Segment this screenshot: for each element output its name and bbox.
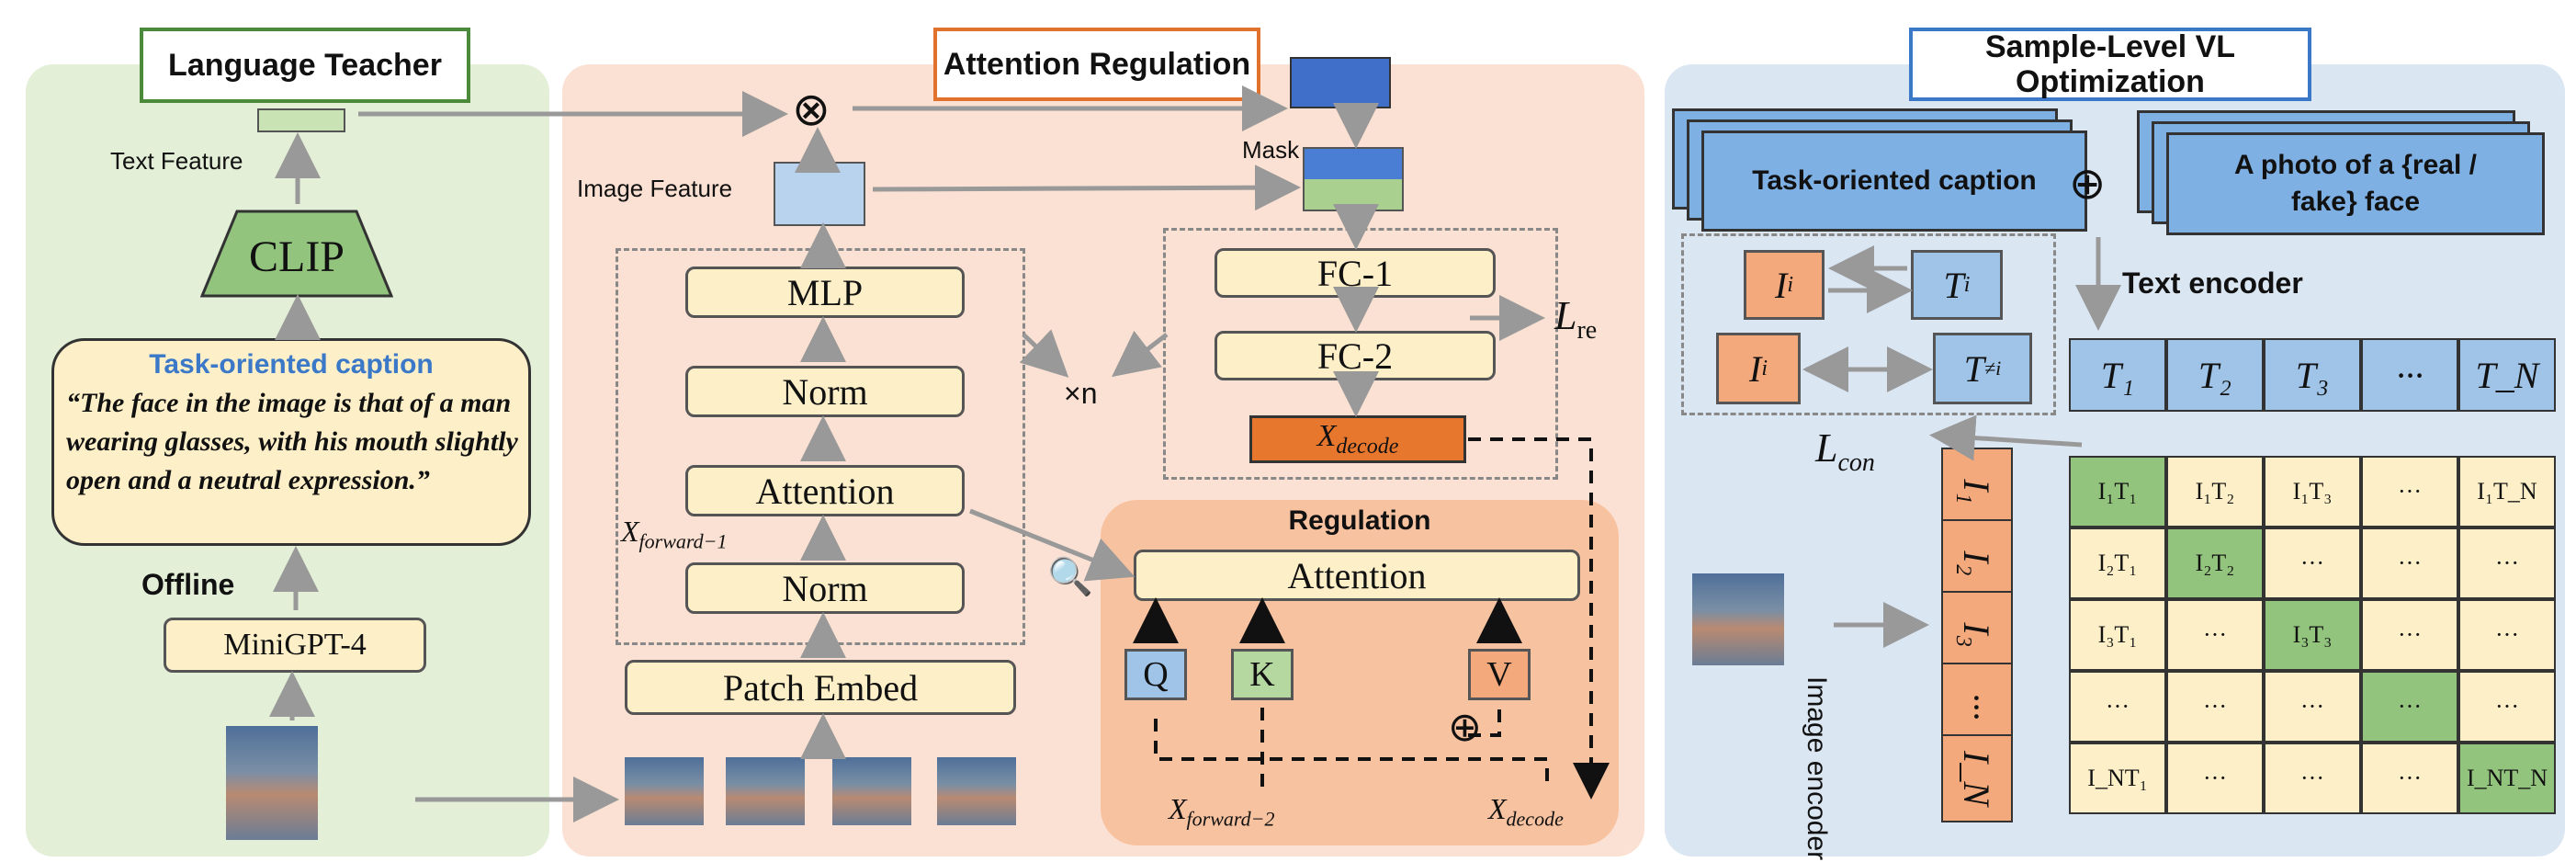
matrix-cell-r3-c4: ··· [2361,599,2458,671]
k-box: K [1231,649,1294,700]
attention-box: Attention [685,465,965,516]
caption-box [51,338,531,546]
l-con-label: Lcon [1815,425,1875,477]
caption-title: Task-oriented caption [149,349,434,380]
matrix-cell-r2-c3: ··· [2264,527,2361,599]
v-box: V [1468,649,1531,700]
regulation-title: Regulation [1288,505,1431,536]
matrix-cell-r3-c3: I₃T₃ [2264,599,2361,671]
text-token-4: ··· [2361,338,2458,412]
fc1-box: FC-1 [1215,248,1496,298]
circle-plus-icon-2: ⊕ [2069,160,2107,209]
vl-input-face-photo [1692,573,1784,665]
matrix-cell-r5-c1: I_NT₁ [2069,743,2166,814]
language-teacher-title: Language Teacher [140,28,470,103]
matrix-cell-r1-c5: I₁T_N [2458,456,2556,527]
matrix-cell-r5-c2: ··· [2166,743,2264,814]
patch-image-4 [937,757,1016,825]
matrix-cell-r3-c2: ··· [2166,599,2264,671]
matrix-cell-r4-c5: ··· [2458,671,2556,743]
minigpt4-box: MiniGPT-4 [164,618,426,673]
matrix-cell-r5-c3: ··· [2264,743,2361,814]
matrix-cell-r2-c5: ··· [2458,527,2556,599]
image-feature-block [774,162,865,226]
pair2-text-box: T≠i [1933,333,2032,404]
caption-card: Task-oriented caption [1701,130,2087,232]
image-token-5: I_N [1941,734,2013,822]
circle-plus-icon: ⊕ [1448,705,1482,750]
matrix-cell-r3-c5: ··· [2458,599,2556,671]
image-feature-label: Image Feature [577,175,733,202]
matrix-cell-r4-c4: ··· [2361,671,2458,743]
matrix-cell-r2-c4: ··· [2361,527,2458,599]
matrix-cell-r2-c1: I₂T₁ [2069,527,2166,599]
text-feature-label: Text Feature [110,147,243,175]
x-forward-2-label: Xforward−2 [1169,792,1275,831]
mlp-box: MLP [685,267,965,318]
attention-regulation-title: Attention Regulation [933,28,1260,101]
input-face-photo [226,726,318,840]
times-n-label: ×n [1064,377,1098,410]
matrix-cell-r4-c2: ··· [2166,671,2264,743]
l-re-label: Lre [1554,293,1598,345]
text-encoder-label: Text encoder [2122,267,2303,300]
text-token-3: T₃ [2264,338,2361,412]
text-token-2: T₂ [2166,338,2264,412]
fc2-box: FC-2 [1215,331,1496,380]
clip-block [200,210,393,298]
image-encoder-label: Image encoder [1802,676,1832,861]
masked-feature-block [1303,147,1404,211]
mask-label: Mask [1242,136,1300,164]
magnifier-icon: 🔍 [1047,557,1093,597]
patch-image-2 [726,757,805,825]
text-token-5: T_N [2458,338,2556,412]
contrastive-pair-group [1681,233,2056,415]
prompt-card: A photo of a {real / fake} face [2166,132,2545,235]
norm-box-1: Norm [685,366,965,417]
x-decode-2-label: Xdecode [1488,792,1564,831]
x-decode-box: Xdecode [1249,415,1466,463]
matrix-cell-r4-c1: ··· [2069,671,2166,743]
norm-box-2: Norm [685,562,965,614]
text-feature-block [257,108,345,132]
clip-label: CLIP [248,233,345,281]
vl-optimization-title: Sample-Level VL Optimization [1909,28,2311,101]
regulation-attention-box: Attention [1134,550,1580,601]
matrix-cell-r1-c2: I₁T₂ [2166,456,2264,527]
matrix-cell-r5-c5: I_NT_N [2458,743,2556,814]
matrix-cell-r1-c4: ··· [2361,456,2458,527]
offline-label: Offline [141,568,235,601]
matrix-cell-r1-c3: I₁T₃ [2264,456,2361,527]
q-box: Q [1124,649,1187,700]
patch-image-1 [625,757,704,825]
x-forward-1-label: Xforward−1 [621,515,728,553]
mask-block [1290,57,1391,108]
matrix-cell-r3-c1: I₃T₁ [2069,599,2166,671]
circle-times-icon: ⊗ [792,84,830,135]
patch-embed-box: Patch Embed [625,660,1016,715]
matrix-cell-r4-c3: ··· [2264,671,2361,743]
text-token-1: T₁ [2069,338,2166,412]
patch-image-3 [832,757,911,825]
matrix-cell-r1-c1: I₁T₁ [2069,456,2166,527]
matrix-cell-r5-c4: ··· [2361,743,2458,814]
matrix-cell-r2-c2: I₂T₂ [2166,527,2264,599]
caption-text: “The face in the image is that of a man … [66,388,518,495]
